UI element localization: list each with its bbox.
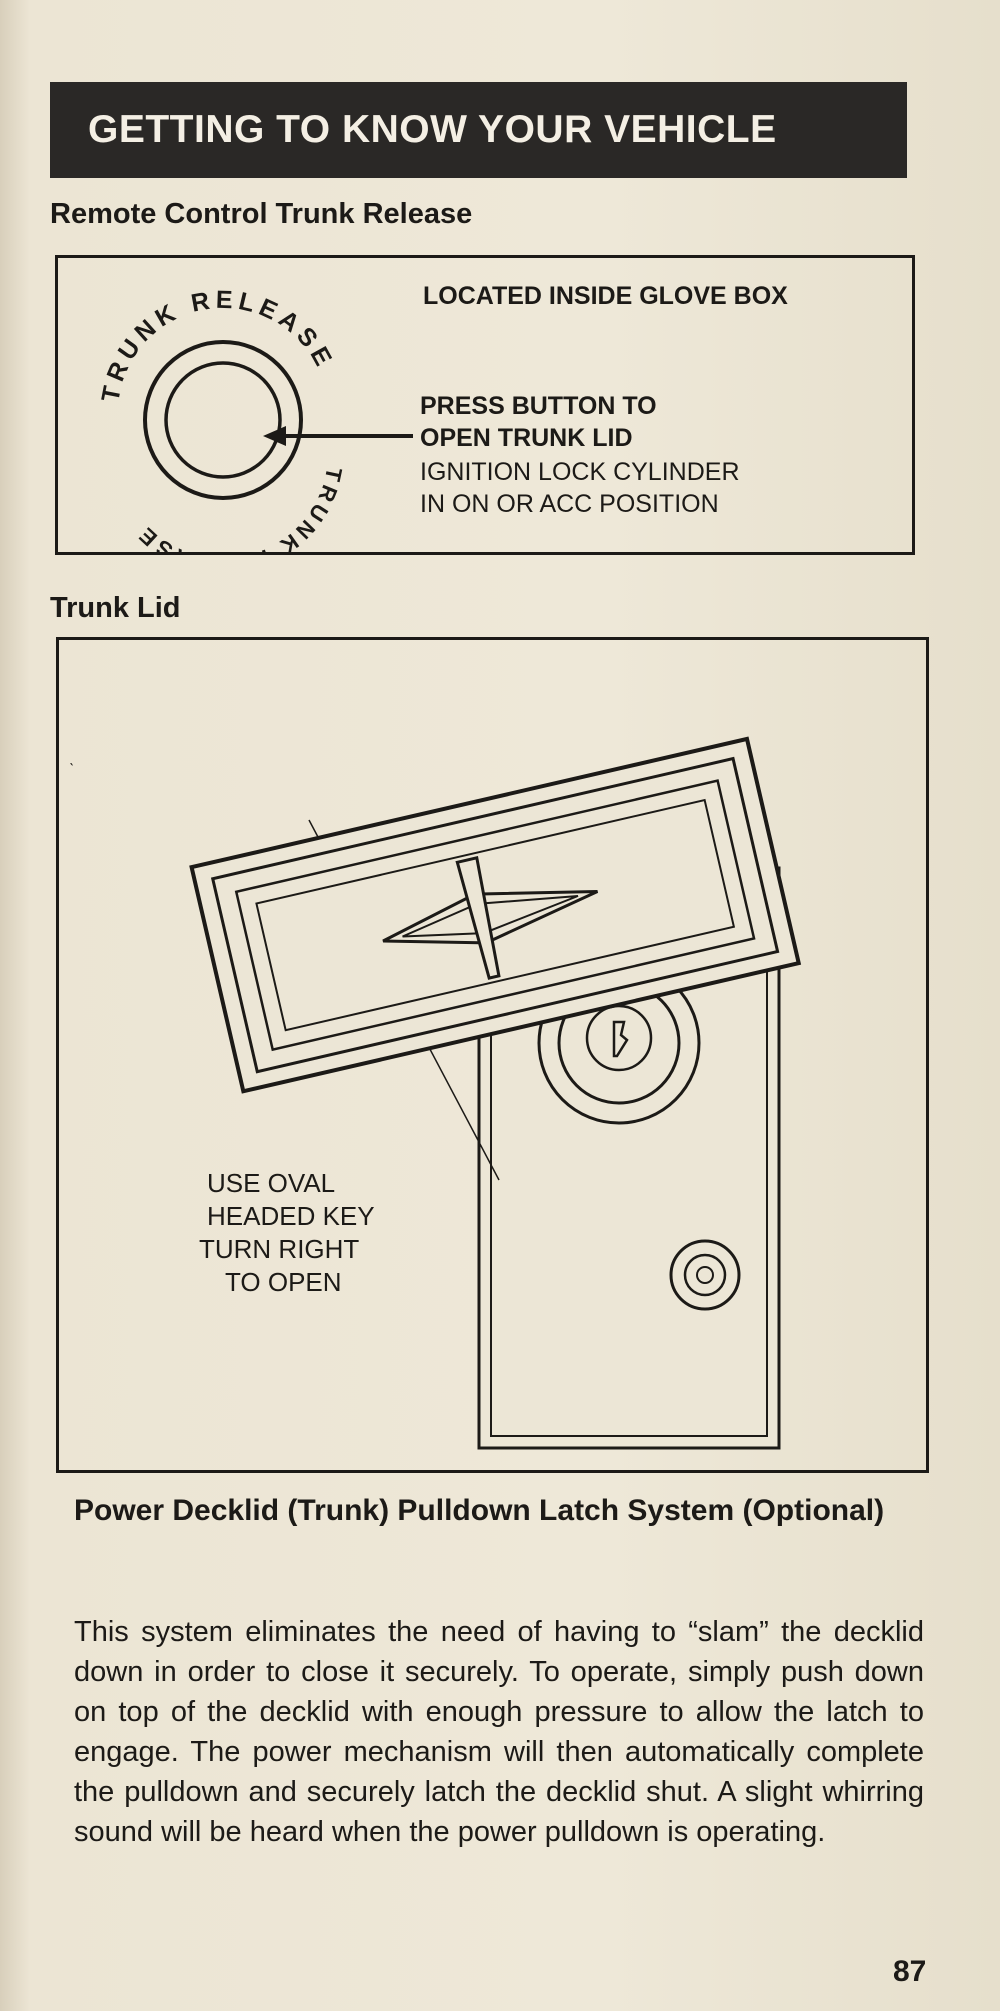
trunk-lid-diagram: ˋ USE OVAL HEADED KEY TURN RIGHT TO OPEN bbox=[56, 637, 929, 1473]
stray-mark: ˋ bbox=[69, 762, 74, 779]
remote-release-heading: Remote Control Trunk Release bbox=[50, 198, 473, 230]
glove-box-label: LOCATED INSIDE GLOVE BOX bbox=[423, 282, 788, 310]
latch-button-center bbox=[696, 1266, 714, 1284]
key-line1: USE OVAL bbox=[207, 1168, 336, 1198]
page-number: 87 bbox=[893, 1955, 927, 1988]
press-button-line2: OPEN TRUNK LID bbox=[420, 424, 633, 452]
key-line2: HEADED KEY bbox=[207, 1201, 375, 1231]
button-bottom-text: TRUNK RELEASE bbox=[131, 465, 347, 552]
trunk-lid-illustration: ˋ bbox=[69, 736, 802, 1450]
button-top-text: TRUNK RELEASE bbox=[96, 286, 339, 404]
button-outer-ring bbox=[143, 340, 303, 500]
key-line3: TURN RIGHT bbox=[199, 1234, 360, 1264]
pulldown-heading: Power Decklid (Trunk) Pulldown Latch Sys… bbox=[74, 1494, 885, 1527]
header-title: GETTING TO KNOW YOUR VEHICLE bbox=[88, 108, 777, 151]
ignition-line2: IN ON OR ACC POSITION bbox=[420, 490, 719, 518]
star-emblem-icon bbox=[382, 890, 599, 945]
page-header: GETTING TO KNOW YOUR VEHICLE bbox=[50, 82, 907, 178]
pointer-arrow bbox=[263, 426, 286, 446]
latch-button-ring bbox=[683, 1253, 727, 1297]
latch-button-outer bbox=[669, 1239, 741, 1311]
trunk-lid-heading: Trunk Lid bbox=[50, 592, 181, 624]
pulldown-body: This system eliminates the need of havin… bbox=[74, 1616, 924, 1848]
key-slot-icon bbox=[612, 1020, 629, 1058]
trunk-release-button-illustration: TRUNK RELEASE TRUNK RELEASE bbox=[96, 286, 413, 552]
trunk-lid-panel bbox=[189, 736, 802, 1094]
key-line4: TO OPEN bbox=[225, 1267, 342, 1297]
press-button-line1: PRESS BUTTON TO bbox=[420, 392, 657, 420]
remote-release-diagram: TRUNK RELEASE TRUNK RELEASE LOCATED INSI… bbox=[55, 255, 915, 555]
button-inner-ring bbox=[164, 361, 282, 479]
ignition-line1: IGNITION LOCK CYLINDER bbox=[420, 458, 740, 486]
